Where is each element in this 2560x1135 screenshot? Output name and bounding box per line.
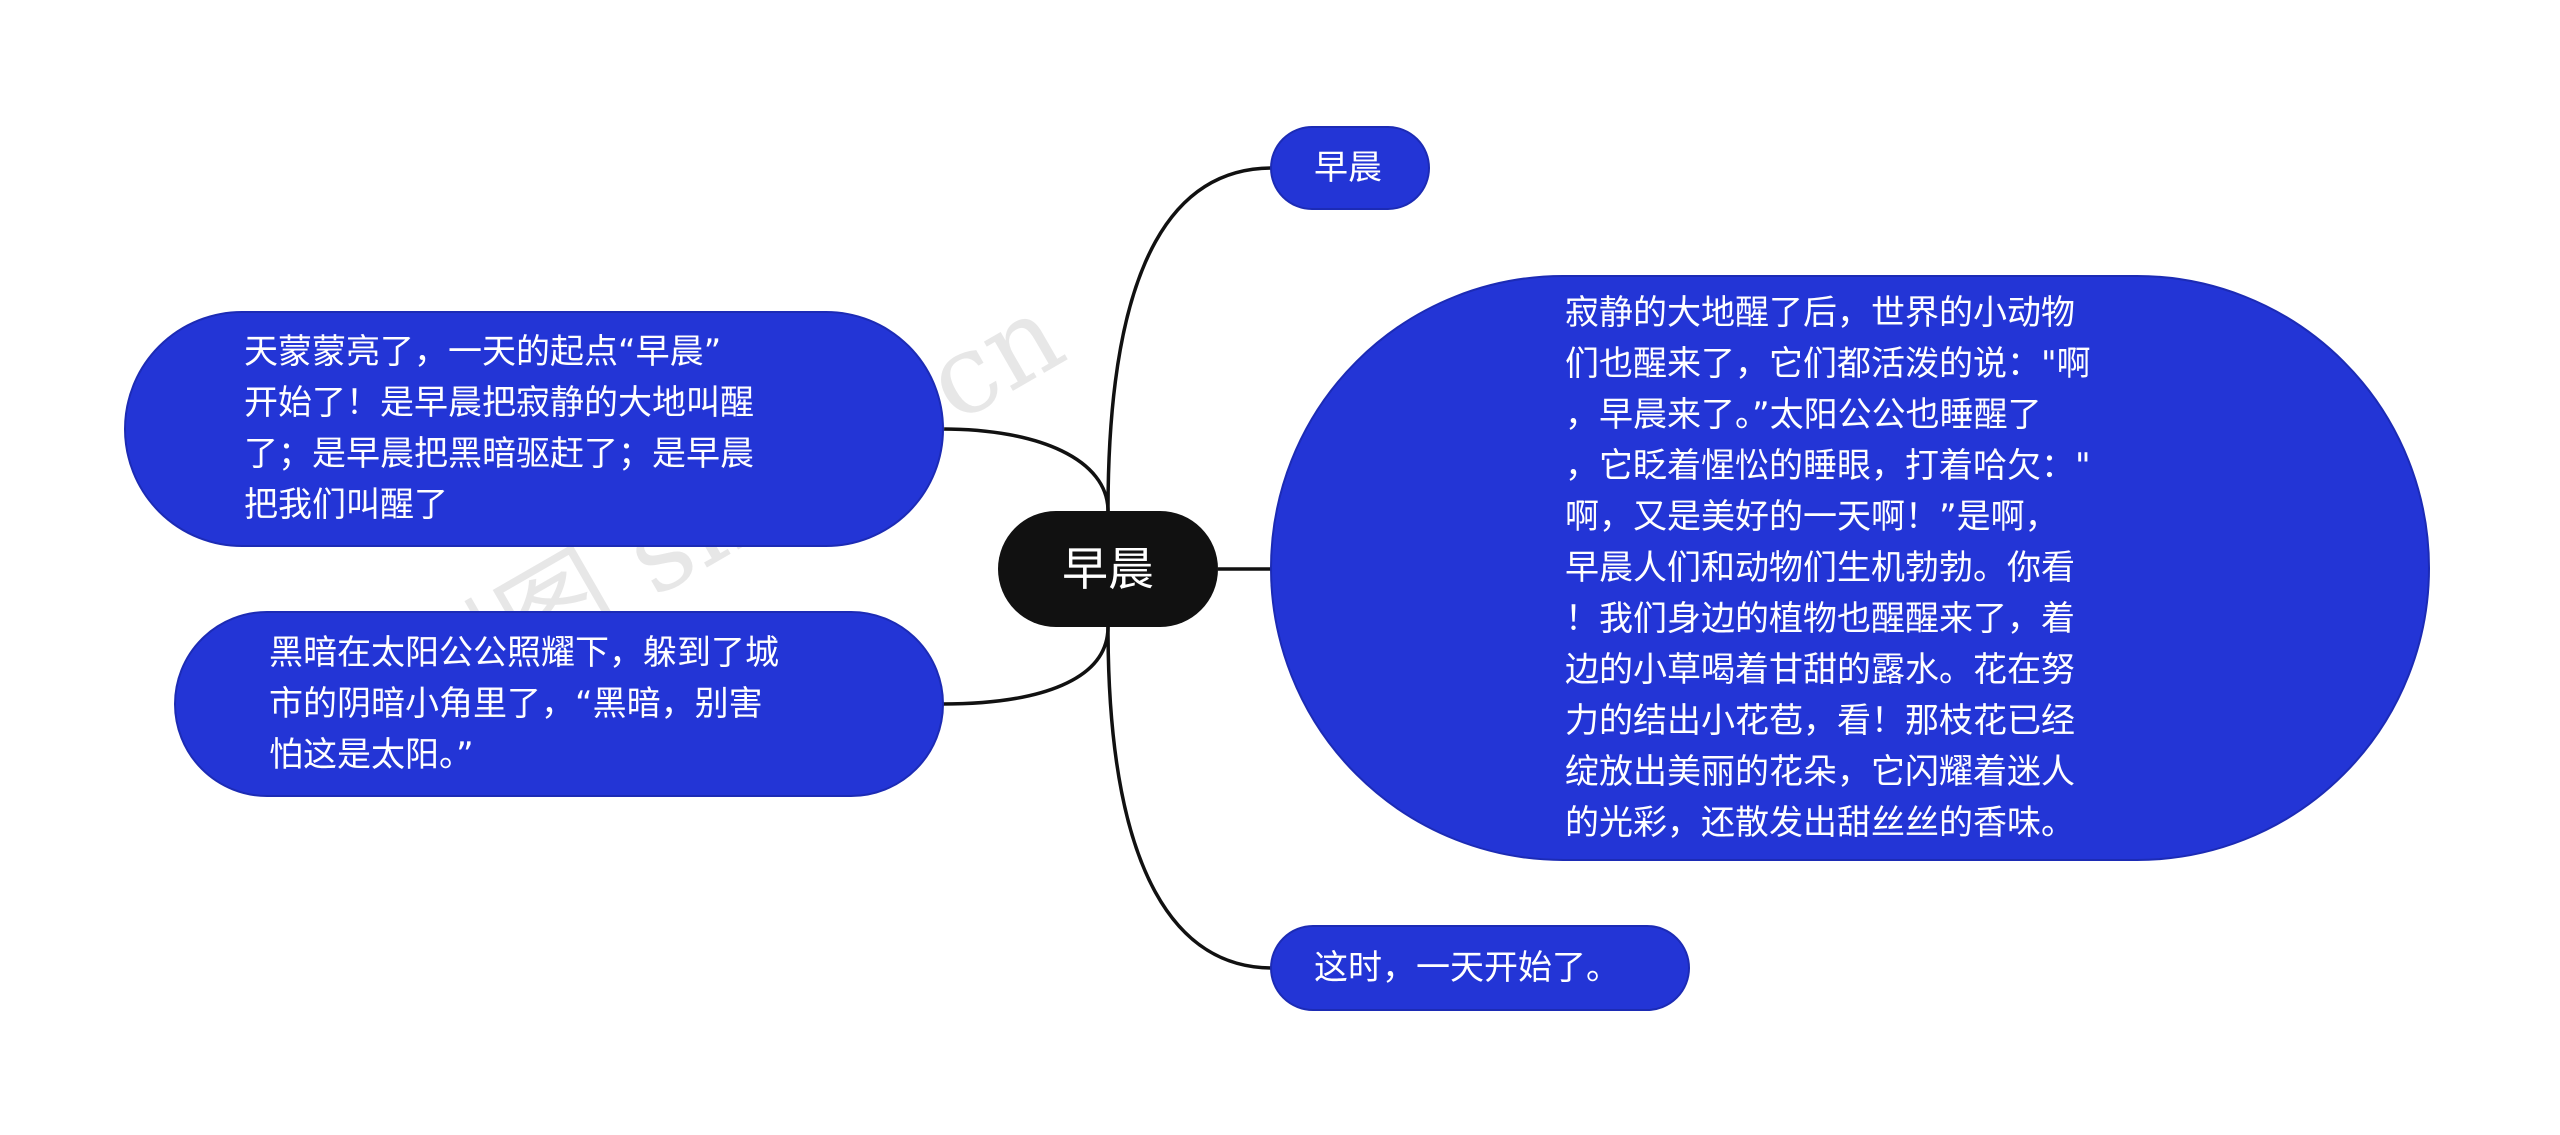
text-line: 早晨人们和动物们生机勃勃。你看 [1565,547,2075,588]
text-line: 开始了！是早晨把寂静的大地叫醒 [244,383,754,423]
branch-node-top[interactable]: 早晨 [1270,126,1430,210]
text-line: ，早晨来了。”太阳公公也睡醒了 [1565,394,2042,435]
root-node[interactable]: 早晨 [998,511,1218,627]
text-line: 边的小草喝着甘甜的露水。花在努 [1565,649,2075,690]
text-line: ！我们身边的植物也醒醒来了，着 [1565,598,2075,639]
text-line: 怕这是太阳。” [269,734,474,775]
branch-node-label: 早晨 [1314,147,1382,188]
connector-root-to-left2 [941,626,1110,706]
text-line: 的光彩，还散发出甜丝丝的香味。 [1565,802,2075,843]
text-line: 们也醒来了，它们都活泼的说："啊 [1565,343,2091,384]
connector-root-to-bottom [1106,626,1273,970]
text-line: 黑暗在太阳公公照耀下，躲到了城 [269,632,779,673]
text-line: 市的阴暗小角里了，“黑暗，别害 [269,683,763,724]
connector-root-to-top [1106,166,1273,512]
connector-root-to-left1 [941,427,1110,512]
text-line: ，它眨着惺忪的睡眼，打着哈欠：" [1565,445,2091,486]
text-line: 力的结出小花苞，看！那枝花已经 [1565,700,2075,741]
branch-node-text: 天蒙蒙亮了，一天的起点“早晨” 开始了！是早晨把寂静的大地叫醒 了；是早晨把黑暗… [244,327,754,531]
branch-node-bottom[interactable]: 这时，一天开始了。 [1270,925,1690,1011]
text-line: 寂静的大地醒了后，世界的小动物 [1565,292,2075,333]
branch-node-text: 黑暗在太阳公公照耀下，躲到了城 市的阴暗小角里了，“黑暗，别害 怕这是太阳。” [269,628,779,781]
branch-node-text: 寂静的大地醒了后，世界的小动物 们也醒来了，它们都活泼的说："啊 ，早晨来了。”… [1565,288,2091,849]
root-node-label: 早晨 [1062,542,1154,596]
text-line: 把我们叫醒了 [244,485,448,525]
text-line: 绽放出美丽的花朵，它闪耀着迷人 [1565,751,2075,792]
branch-node-left-lower[interactable]: 黑暗在太阳公公照耀下，躲到了城 市的阴暗小角里了，“黑暗，别害 怕这是太阳。” [174,611,944,797]
text-line: 天蒙蒙亮了，一天的起点“早晨” [244,332,722,372]
text-line: 啊，又是美好的一天啊！”是啊， [1565,496,2059,537]
branch-node-label: 这时，一天开始了。 [1314,947,1620,988]
branch-node-left-upper[interactable]: 天蒙蒙亮了，一天的起点“早晨” 开始了！是早晨把寂静的大地叫醒 了；是早晨把黑暗… [124,311,944,547]
branch-node-right[interactable]: 寂静的大地醒了后，世界的小动物 们也醒来了，它们都活泼的说："啊 ，早晨来了。”… [1270,275,2430,861]
text-line: 了；是早晨把黑暗驱赶了；是早晨 [244,434,754,474]
